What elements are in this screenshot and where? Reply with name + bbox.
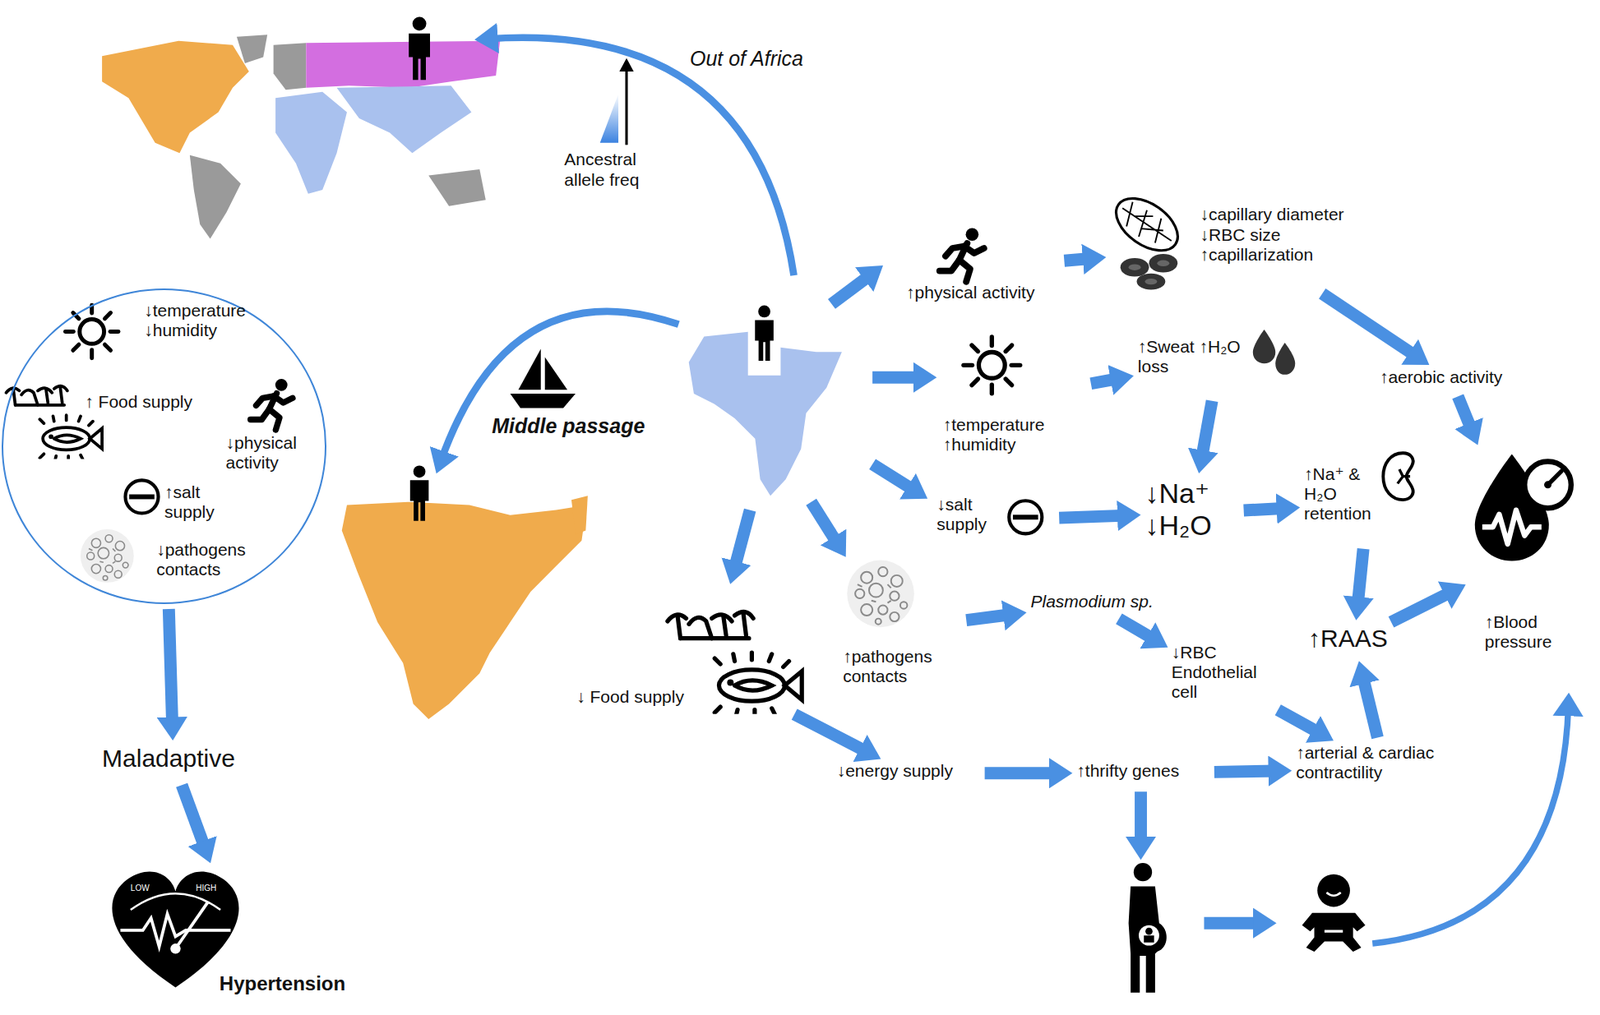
ship-icon bbox=[510, 349, 576, 409]
node-text: ↑thrifty genes bbox=[1076, 761, 1180, 782]
block-arrow bbox=[1058, 515, 1128, 518]
node-text: ↑temperature ↑humidity bbox=[943, 415, 1083, 455]
node-text: ↑Blood pressure bbox=[1484, 612, 1568, 653]
free-label: Middle passage bbox=[491, 414, 645, 439]
factor-node: ↓capillary diameter ↓RBC size ↑capillari… bbox=[1109, 198, 1388, 292]
node-text: ↓pathogens contacts bbox=[156, 540, 254, 580]
block-arrow bbox=[1277, 710, 1323, 736]
node-text: ↓Na⁺ ↓H₂O bbox=[1144, 477, 1235, 542]
factor-node: ↓Na⁺ ↓H₂O bbox=[1144, 477, 1239, 550]
block-arrow bbox=[966, 614, 1013, 620]
factor-node: ↑thrifty genes bbox=[1076, 761, 1209, 787]
block-arrow bbox=[1322, 293, 1419, 358]
node-text: ↑pathogens contacts bbox=[842, 647, 958, 687]
node-text: ↑salt supply bbox=[164, 482, 227, 523]
block-arrow bbox=[984, 767, 1060, 780]
factor-node: Hypertension bbox=[112, 867, 363, 1006]
block-arrow bbox=[181, 785, 206, 851]
free-label: HIGH bbox=[195, 883, 217, 894]
node-text: Plasmodium sp. bbox=[1030, 591, 1153, 612]
free-label: Ancestral allele freq bbox=[564, 149, 655, 190]
north-america-map bbox=[342, 465, 588, 720]
block-arrow bbox=[794, 714, 870, 754]
free-label: Out of Africa bbox=[689, 46, 804, 71]
node-text: ↓physical activity bbox=[226, 433, 313, 473]
factor-node: ↓salt supply bbox=[936, 494, 1055, 546]
factor-node: ↑Na⁺ & H₂O retention bbox=[1304, 464, 1432, 545]
block-arrow bbox=[168, 609, 172, 728]
node-text: ↓salt supply bbox=[936, 494, 999, 535]
migration-arrows bbox=[440, 37, 794, 462]
node-text: ↑Sweat ↑H₂O loss bbox=[1137, 337, 1245, 377]
node-text: ↑physical activity bbox=[906, 282, 1035, 303]
node-text: ↑Na⁺ & H₂O retention bbox=[1304, 464, 1379, 524]
block-arrow bbox=[1214, 771, 1279, 773]
factor-node: ↑physical activity bbox=[906, 229, 1059, 306]
factor-node: ↓ Food supply bbox=[576, 610, 806, 713]
block-arrow bbox=[1091, 378, 1121, 384]
factor-node: ↑Blood pressure bbox=[1469, 448, 1577, 664]
node-text: ↑ Food supply bbox=[84, 392, 193, 412]
block-arrow bbox=[1063, 258, 1093, 261]
factor-node: Maladaptive bbox=[101, 744, 246, 781]
free-label: LOW bbox=[130, 883, 150, 894]
factor-node: ↓RBC Endothelial cell bbox=[1171, 642, 1274, 717]
hypertension-heart bbox=[111, 871, 239, 988]
node-text: ↓capillary diameter ↓RBC size ↑capillari… bbox=[1199, 204, 1385, 264]
factor-node: ↑arterial & cardiac contractility bbox=[1295, 743, 1475, 797]
node-text: Maladaptive bbox=[101, 744, 236, 774]
node-text: ↓energy supply bbox=[836, 761, 953, 782]
node-text: ↓ Food supply bbox=[576, 687, 685, 708]
node-text: ↓RBC Endothelial cell bbox=[1171, 642, 1271, 703]
factor-node: ↑pathogens contacts bbox=[842, 563, 962, 694]
factor-node: ↓energy supply bbox=[836, 761, 981, 787]
block-arrow bbox=[1201, 401, 1212, 461]
factor-icons bbox=[667, 188, 1572, 994]
block-arrow bbox=[1119, 619, 1157, 642]
factor-node: ↑temperature ↑humidity bbox=[940, 331, 1086, 464]
node-text: Hypertension bbox=[219, 972, 346, 996]
source-arrows bbox=[733, 273, 1568, 944]
node-text: ↑aerobic activity bbox=[1379, 367, 1503, 388]
node-text: ↓temperature ↓humidity bbox=[143, 300, 272, 341]
block-arrow bbox=[1357, 549, 1364, 608]
capillary-icon bbox=[1106, 188, 1188, 291]
node-text: ↑RAAS bbox=[1308, 624, 1388, 654]
factor-node: ↑RAAS bbox=[1308, 624, 1401, 658]
factor-node: Plasmodium sp. bbox=[1030, 591, 1157, 617]
world-map bbox=[101, 16, 500, 239]
node-text: ↑arterial & cardiac contractility bbox=[1295, 743, 1469, 783]
block-arrow bbox=[1457, 396, 1473, 433]
africa-map bbox=[689, 291, 842, 496]
block-arrow bbox=[1362, 674, 1379, 739]
ancestral-frequency-indicator bbox=[600, 67, 627, 145]
factor-circle: ↓temperature ↓humidity ↑ Food supply ↓phys… bbox=[1, 288, 327, 604]
factor-node: ↑Sweat ↑H₂O loss bbox=[1137, 324, 1302, 397]
factor-node: ↑aerobic activity bbox=[1379, 367, 1523, 393]
block-arrow bbox=[1243, 508, 1287, 511]
block-arrow bbox=[1391, 591, 1454, 623]
